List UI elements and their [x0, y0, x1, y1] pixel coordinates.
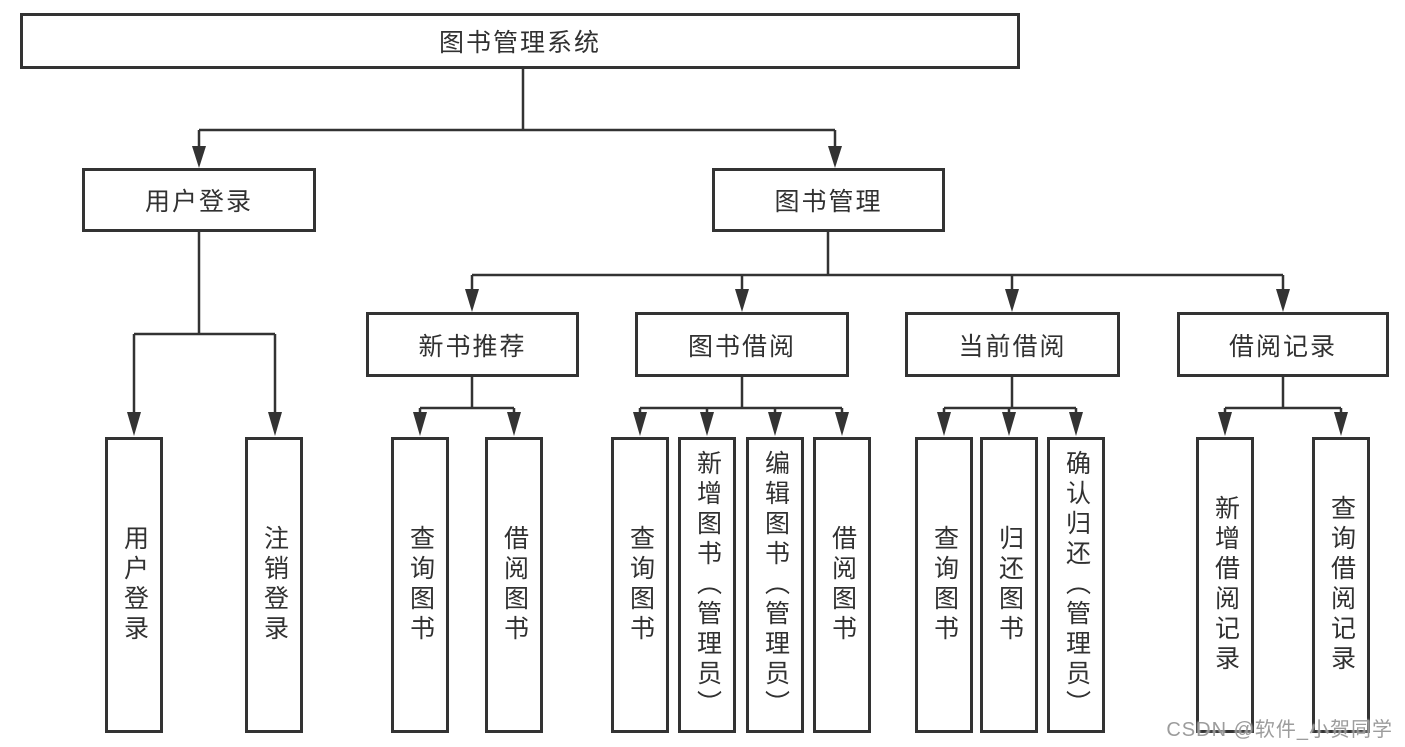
arrow-down-icon — [828, 146, 842, 168]
leaf-edit-books-admin-label: 编辑图书（管理员） — [761, 450, 790, 720]
arrow-down-icon — [700, 412, 714, 436]
node-user-login-label: 用户登录 — [144, 188, 253, 216]
leaf-borrow-books-borrowing-label: 借阅图书 — [828, 525, 857, 645]
connectors-current-borrowing — [937, 377, 1083, 436]
node-borrowing-records: 借阅记录 — [1177, 312, 1389, 377]
connectors-book-management — [465, 232, 1290, 312]
leaf-logout-login: 注销登录 — [245, 437, 303, 733]
node-root-label: 图书管理系统 — [438, 29, 601, 57]
leaf-add-borrow-record-label: 新增借阅记录 — [1211, 495, 1240, 675]
arrow-down-icon — [507, 412, 521, 436]
leaf-add-books-admin: 新增图书（管理员） — [678, 437, 736, 733]
leaf-query-books-recommend-label: 查询图书 — [406, 525, 435, 645]
node-new-book-recommend-label: 新书推荐 — [418, 332, 527, 361]
node-book-management-label: 图书管理 — [774, 188, 883, 216]
arrow-down-icon — [937, 412, 951, 436]
node-book-management: 图书管理 — [712, 168, 945, 232]
leaf-return-books-label: 归还图书 — [995, 525, 1024, 645]
connectors-borrowing-records — [1218, 377, 1348, 436]
watermark: CSDN @软件_小贺同学 — [1166, 719, 1393, 741]
node-new-book-recommend: 新书推荐 — [366, 312, 579, 377]
leaf-query-borrow-record: 查询借阅记录 — [1312, 437, 1370, 733]
arrow-down-icon — [835, 412, 849, 436]
leaf-query-books-current-label: 查询图书 — [930, 525, 959, 645]
leaf-query-borrow-record-label: 查询借阅记录 — [1327, 495, 1356, 675]
leaf-user-login: 用户登录 — [105, 437, 163, 733]
arrow-down-icon — [192, 146, 206, 168]
leaf-edit-books-admin: 编辑图书（管理员） — [746, 437, 804, 733]
connectors-root — [192, 69, 842, 168]
leaf-query-books-borrowing: 查询图书 — [611, 437, 669, 733]
arrow-down-icon — [1002, 412, 1016, 436]
connectors-book-borrowing — [633, 377, 849, 436]
arrow-down-icon — [465, 289, 479, 312]
leaf-confirm-return-admin-label: 确认归还（管理员） — [1062, 450, 1091, 720]
node-root: 图书管理系统 — [20, 13, 1020, 69]
arrow-down-icon — [735, 289, 749, 312]
arrow-down-icon — [1334, 412, 1348, 436]
node-current-borrowing-label: 当前借阅 — [958, 332, 1067, 361]
arrow-down-icon — [268, 412, 282, 436]
leaf-query-books-current: 查询图书 — [915, 437, 973, 733]
leaf-add-books-admin-label: 新增图书（管理员） — [693, 450, 722, 720]
leaf-query-books-recommend: 查询图书 — [391, 437, 449, 733]
arrow-down-icon — [1276, 289, 1290, 312]
leaf-return-books: 归还图书 — [980, 437, 1038, 733]
node-book-borrowing-label: 图书借阅 — [687, 332, 796, 361]
node-current-borrowing: 当前借阅 — [905, 312, 1120, 377]
connectors-new-book-recommend — [413, 377, 521, 436]
arrow-down-icon — [633, 412, 647, 436]
arrow-down-icon — [1069, 412, 1083, 436]
leaf-add-borrow-record: 新增借阅记录 — [1196, 437, 1254, 733]
connectors-user-login — [127, 232, 282, 436]
arrow-down-icon — [768, 412, 782, 436]
node-borrowing-records-label: 借阅记录 — [1228, 332, 1337, 361]
leaf-borrow-books-recommend-label: 借阅图书 — [500, 525, 529, 645]
arrow-down-icon — [1005, 289, 1019, 312]
leaf-confirm-return-admin: 确认归还（管理员） — [1047, 437, 1105, 733]
node-book-borrowing: 图书借阅 — [635, 312, 849, 377]
arrow-down-icon — [127, 412, 141, 436]
leaf-user-login-label: 用户登录 — [120, 525, 149, 645]
node-user-login: 用户登录 — [82, 168, 316, 232]
leaf-borrow-books-borrowing: 借阅图书 — [813, 437, 871, 733]
arrow-down-icon — [413, 412, 427, 436]
leaf-query-books-borrowing-label: 查询图书 — [626, 525, 655, 645]
leaf-borrow-books-recommend: 借阅图书 — [485, 437, 543, 733]
leaf-logout-login-label: 注销登录 — [260, 525, 289, 645]
arrow-down-icon — [1218, 412, 1232, 436]
